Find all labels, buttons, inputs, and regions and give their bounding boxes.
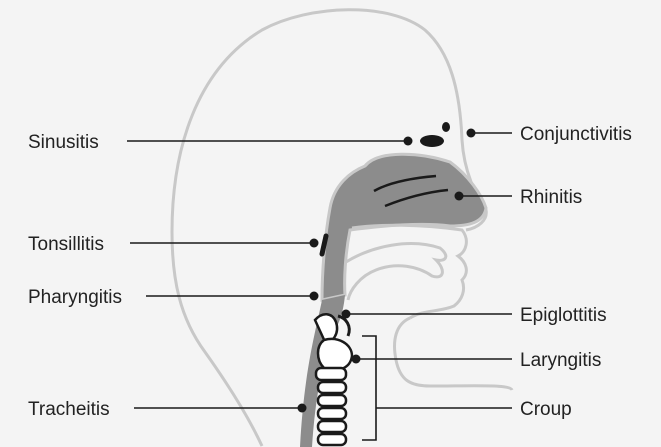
label-tracheitis: Tracheitis <box>28 399 307 420</box>
label-sinusitis: Sinusitis <box>28 132 413 153</box>
label-tracheitis-text: Tracheitis <box>28 399 110 420</box>
nasal-cavity <box>322 154 486 300</box>
label-croup-text: Croup <box>520 399 572 420</box>
label-conjunctivitis: Conjunctivitis <box>467 124 632 145</box>
jaw-outline <box>395 318 512 390</box>
label-laryngitis-text: Laryngitis <box>520 350 601 371</box>
label-rhinitis-text: Rhinitis <box>520 187 582 208</box>
label-sinusitis-text: Sinusitis <box>28 132 99 153</box>
tongue-outline <box>346 244 446 300</box>
label-epiglottitis-text: Epiglottitis <box>520 305 607 326</box>
label-pharyngitis: Pharyngitis <box>28 287 319 308</box>
sinus-blob-small <box>442 122 450 132</box>
label-epiglottitis: Epiglottitis <box>342 305 607 326</box>
label-pharyngitis-text: Pharyngitis <box>28 287 122 308</box>
label-tonsillitis-text: Tonsillitis <box>28 234 104 255</box>
label-laryngitis: Laryngitis <box>352 350 602 371</box>
sinus-blob <box>420 135 444 147</box>
label-conjunctivitis-text: Conjunctivitis <box>520 124 632 145</box>
larynx-trachea <box>315 314 352 445</box>
